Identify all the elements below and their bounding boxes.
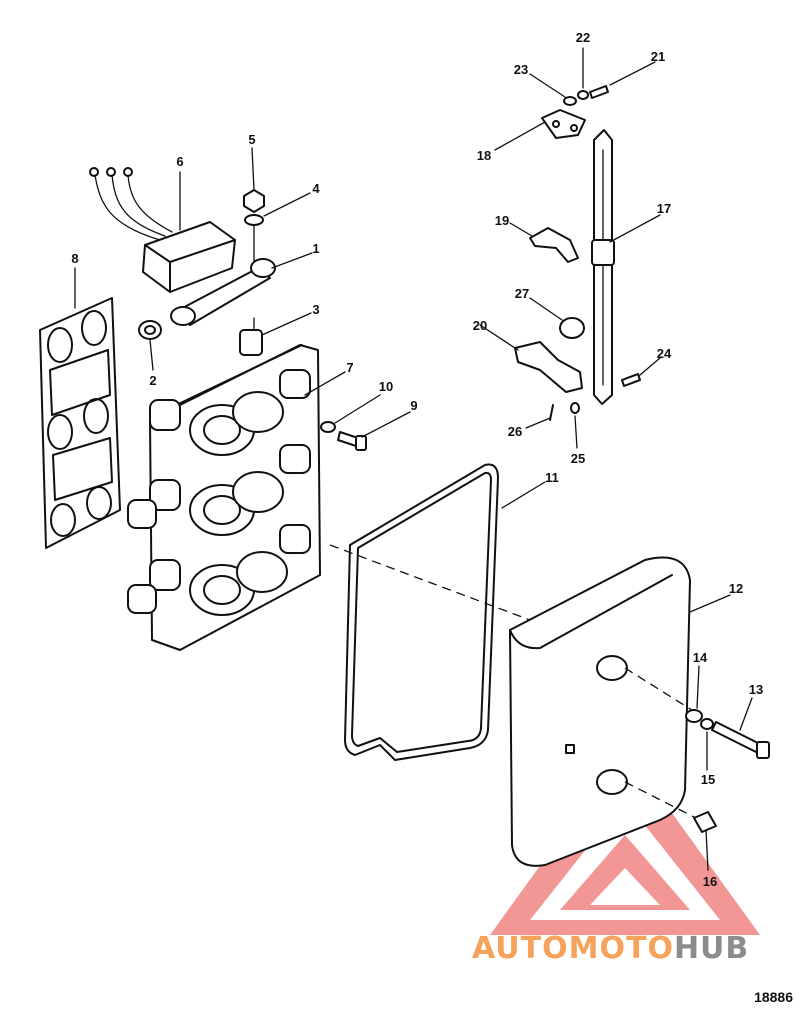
part-13-bolt xyxy=(711,721,770,759)
part-21-screw xyxy=(589,85,609,99)
callout-8: 8 xyxy=(71,251,78,266)
part-1-bracket xyxy=(170,258,276,326)
part-8-gasket xyxy=(39,297,121,549)
figure-reference-number: 18886 xyxy=(754,989,793,1005)
callout-25: 25 xyxy=(571,451,585,466)
part-14-washer xyxy=(685,709,703,723)
part-18-bracket xyxy=(541,109,586,139)
part-23-washer xyxy=(563,96,577,106)
watermark-text-part1: AUTOMOTO xyxy=(472,931,674,966)
callout-26: 26 xyxy=(508,424,522,439)
callout-17: 17 xyxy=(657,201,671,216)
callout-5: 5 xyxy=(248,132,255,147)
callout-1: 1 xyxy=(312,241,319,256)
callout-23: 23 xyxy=(514,62,528,77)
part-24-screw xyxy=(621,373,641,387)
callout-18: 18 xyxy=(477,148,491,163)
part-27-roller xyxy=(559,317,585,339)
callout-24: 24 xyxy=(657,346,672,361)
watermark-text: AUTOMOTOHUB xyxy=(472,931,749,966)
callout-7: 7 xyxy=(346,360,353,375)
part-6-module xyxy=(89,167,236,293)
callout-27: 27 xyxy=(515,286,529,301)
part-11-cover-gasket xyxy=(344,463,499,761)
callout-3: 3 xyxy=(312,302,319,317)
part-7-adaptor-plate xyxy=(127,317,321,651)
svg-text:AUTOMOTOHUB: AUTOMOTOHUB xyxy=(472,931,749,966)
leader-lines xyxy=(74,47,753,871)
part-16-plug xyxy=(693,811,717,833)
callout-16: 16 xyxy=(703,874,717,889)
part-17-link-rod xyxy=(591,129,615,405)
callout-6: 6 xyxy=(176,154,183,169)
part-2-grommet xyxy=(138,320,162,340)
callout-19: 19 xyxy=(495,213,509,228)
part-20-lever xyxy=(514,341,583,393)
callout-15: 15 xyxy=(701,772,715,787)
part-4-washer xyxy=(244,214,264,226)
part-19-lever xyxy=(529,227,579,263)
part-22-washer xyxy=(577,90,589,100)
callout-21: 21 xyxy=(651,49,665,64)
callout-labels: 1 2 3 4 5 6 7 8 9 10 11 12 13 14 15 16 1… xyxy=(71,30,763,889)
callout-9: 9 xyxy=(410,398,417,413)
callout-22: 22 xyxy=(576,30,590,45)
callout-14: 14 xyxy=(693,650,708,665)
part-5-nut xyxy=(243,189,265,213)
watermark-text-part2: HUB xyxy=(674,931,749,966)
watermark-logo xyxy=(490,748,760,935)
part-9-bolt xyxy=(337,431,367,451)
part-26-pin xyxy=(549,404,554,421)
callout-10: 10 xyxy=(379,379,393,394)
part-10-washer xyxy=(320,421,336,433)
part-15-washer xyxy=(700,718,714,730)
callout-13: 13 xyxy=(749,682,763,697)
callout-4: 4 xyxy=(312,181,320,196)
callout-2: 2 xyxy=(149,373,156,388)
callout-12: 12 xyxy=(729,581,743,596)
part-25-clip xyxy=(570,402,580,414)
callout-11: 11 xyxy=(545,470,559,485)
part-12-cover xyxy=(509,556,691,867)
callout-20: 20 xyxy=(473,318,487,333)
